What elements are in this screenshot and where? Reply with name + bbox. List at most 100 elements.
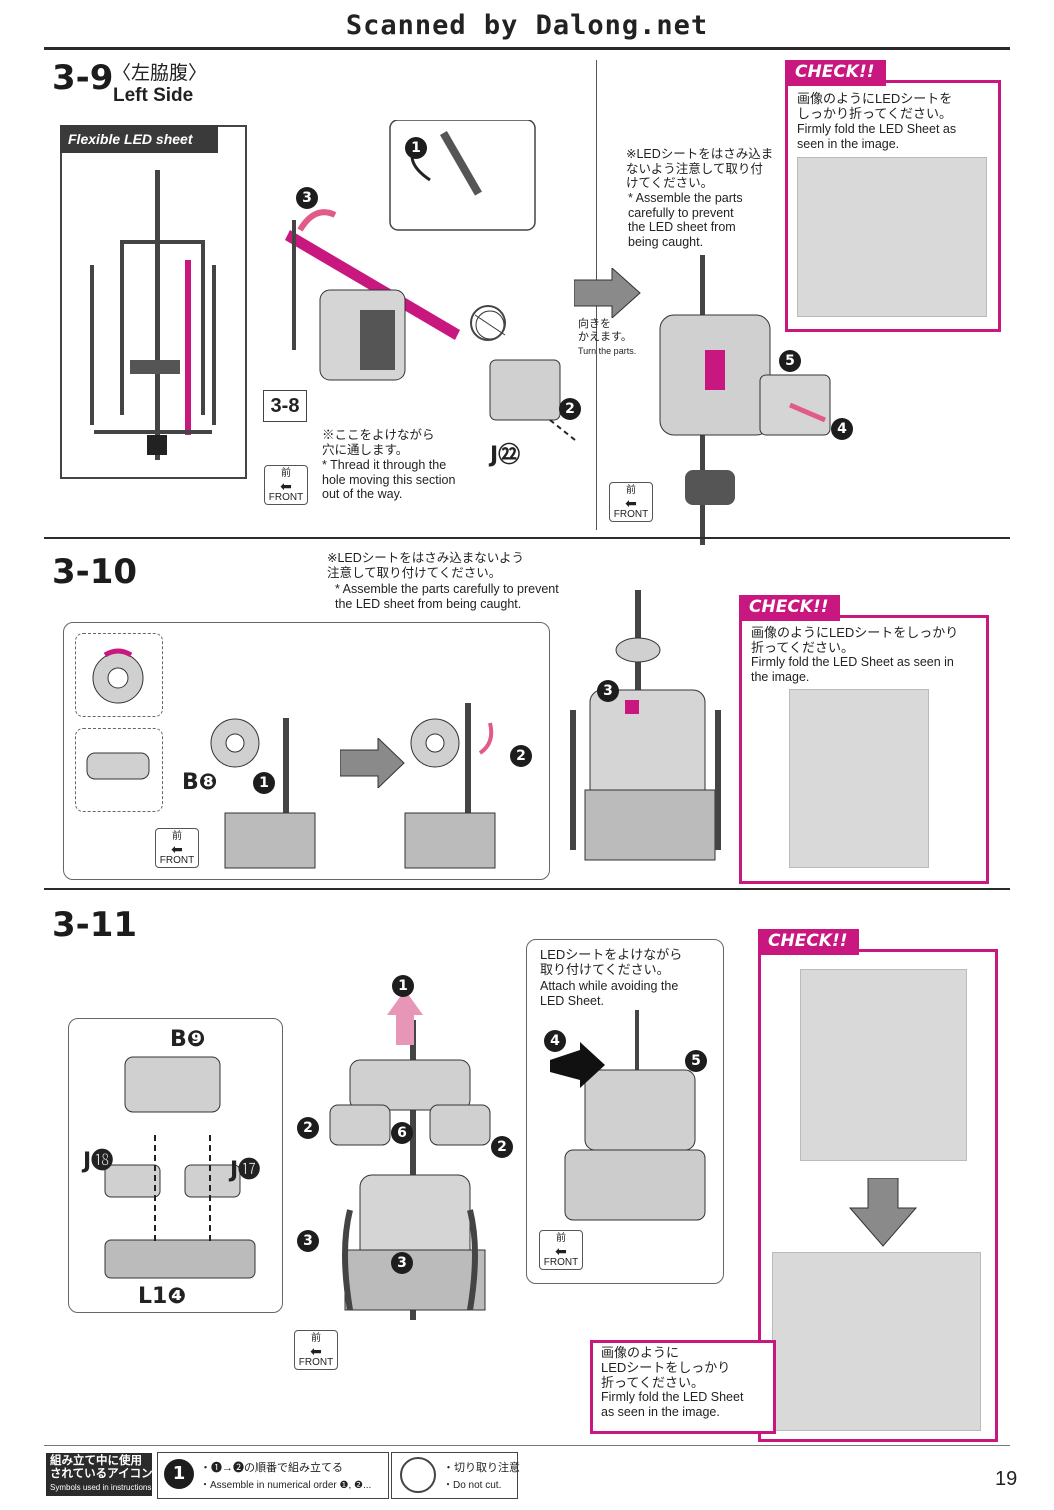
front-text: FRONT — [298, 1357, 334, 1368]
footer-order-box — [157, 1452, 389, 1499]
front-indicator-3-11a: 前 ⬅ FRONT — [294, 1330, 338, 1370]
section-rule-3-11 — [44, 888, 1010, 890]
step-marker-1: 1 — [405, 137, 427, 159]
step-number-3-11: 3-11 — [52, 905, 138, 945]
footer-cut-en: ・Do not cut. — [443, 1480, 502, 1491]
turn-parts-ja: 向きを かえます。 — [578, 318, 632, 343]
step-3-9-assembly-illustration — [285, 120, 576, 441]
page-number: 19 — [995, 1468, 1018, 1490]
front-arrow-icon: ⬅ — [171, 841, 183, 857]
front-indicator-3-10: 前 ⬅ FRONT — [155, 828, 199, 868]
front-text: FRONT — [159, 855, 195, 866]
do-not-cut-legend-icon — [400, 1457, 436, 1493]
front-kanji: 前 — [626, 485, 636, 496]
step-marker-2b-3-11: 2 — [491, 1136, 513, 1158]
check-label-3-11: CHECK!! — [758, 929, 860, 955]
check-photo-3-10 — [789, 689, 929, 868]
check-photo-3-11a — [800, 969, 967, 1161]
footer-order-ja: ・❶→❷の順番で組み立てる — [200, 1462, 343, 1474]
note-caught-ja: ※LEDシートをはさみ込ま ないよう注意して取り付 けてください。 — [626, 147, 774, 190]
note-3-11-en: Attach while avoiding the LED Sheet. — [540, 979, 679, 1008]
part-label-b9: B❾ — [170, 1027, 206, 1052]
step-marker-4: 4 — [831, 418, 853, 440]
process-arrow-icon — [574, 268, 641, 318]
step-marker-5: 5 — [779, 350, 801, 372]
step-marker-3: 3 — [296, 187, 318, 209]
check-text-en-3-9: Firmly fold the LED Sheet as seen in the… — [797, 122, 957, 151]
flex-led-sheet-diagram — [90, 170, 216, 460]
check-text-ja-3-11: 画像のように LEDシートをしっかり 折ってください。 — [601, 1345, 731, 1390]
front-kanji: 前 — [311, 1333, 321, 1344]
check-text-en-3-10: Firmly fold the LED Sheet as seen in the… — [751, 655, 954, 684]
step-title-ja: 〈左脇腹〉 — [112, 63, 208, 84]
part-label-b8: B❽ — [182, 770, 218, 795]
step-marker-1-3-10: 1 — [253, 772, 275, 794]
step-marker-3a-3-11: 3 — [297, 1230, 319, 1252]
process-arrow-icon-3-10 — [340, 738, 405, 788]
ref-step-3-8: 3-8 — [263, 390, 307, 422]
front-arrow-icon: ⬅ — [310, 1343, 322, 1359]
step-marker-2a-3-11: 2 — [297, 1117, 319, 1139]
footer-rule — [44, 1445, 1010, 1446]
part-label-j17: J⓱ — [230, 1158, 261, 1183]
check-photo-3-9 — [797, 157, 987, 317]
front-indicator-3-11b: 前 ⬅ FRONT — [539, 1230, 583, 1270]
step-3-11-parts-illustration — [104, 1056, 256, 1279]
check-photo-3-11b — [772, 1252, 981, 1431]
step-marker-1-3-11: 1 — [392, 975, 414, 997]
check-text-en-3-11: Firmly fold the LED Sheet as seen in the… — [601, 1390, 744, 1419]
detail-inset-ring — [75, 633, 163, 717]
front-text: FRONT — [268, 492, 304, 503]
front-arrow-icon: ⬅ — [555, 1243, 567, 1259]
check-label-3-10: CHECK!! — [739, 595, 841, 621]
part-label-j22: J㉒ — [490, 443, 521, 468]
check-caption-box-3-11 — [590, 1340, 776, 1434]
note-3-10-en: * Assemble the parts carefully to preven… — [335, 582, 559, 611]
step-marker-6-3-11: 6 — [391, 1122, 413, 1144]
front-kanji: 前 — [556, 1233, 566, 1244]
step-number-3-9: 3-9 — [52, 58, 114, 98]
footer-cut-box — [391, 1452, 518, 1499]
footer-legend-ja: 組み立て中に使用 されているアイコン — [50, 1455, 153, 1480]
note-caught-en: * Assemble the parts carefully to preven… — [628, 191, 743, 249]
step-3-11-detail-illustration — [550, 1010, 706, 1221]
step-marker-3b-3-11: 3 — [391, 1252, 413, 1274]
step-3-10-main-illustration — [570, 590, 721, 861]
step-3-10-illustration — [86, 648, 496, 869]
note-thread-en: * Thread it through the hole moving this… — [322, 458, 456, 501]
do-not-cut-icon — [470, 305, 506, 341]
step-3-9-turned-illustration — [659, 255, 831, 545]
front-kanji: 前 — [172, 831, 182, 842]
footer-cut-ja: ・切り取り注意 — [443, 1462, 520, 1474]
step-marker-5-3-11: 5 — [685, 1050, 707, 1072]
front-arrow-icon: ⬅ — [625, 495, 637, 511]
step-title-en: Left Side — [113, 85, 194, 106]
footer-legend-box — [46, 1453, 152, 1496]
turn-parts-en: Turn the parts. — [578, 346, 637, 356]
part-label-j18: J⓲ — [83, 1149, 114, 1174]
step-marker-4-3-11: 4 — [544, 1030, 566, 1052]
front-text: FRONT — [613, 509, 649, 520]
numbered-step-icon: 1 — [164, 1459, 194, 1489]
check-text-ja-3-10: 画像のようにLEDシートをしっかり 折ってください。 — [751, 625, 959, 655]
step-3-11-main-illustration — [329, 990, 491, 1320]
header-rule — [44, 47, 1010, 50]
scan-credit: Scanned by Dalong.net — [345, 10, 709, 41]
note-3-10-ja: ※LEDシートをはさみ込まないよう 注意して取り付けてください。 — [327, 551, 525, 580]
front-indicator-3-9b: 前 ⬅ FRONT — [609, 482, 653, 522]
footer-order-en: ・Assemble in numerical order ❶, ❷... — [200, 1480, 372, 1491]
step-marker-2: 2 — [559, 398, 581, 420]
note-thread-ja: ※ここをよけながら 穴に通します。 — [322, 428, 435, 457]
note-3-11-ja: LEDシートをよけながら 取り付けてください。 — [540, 947, 683, 977]
check-label-3-9: CHECK!! — [785, 60, 887, 86]
step-marker-3-3-10: 3 — [597, 680, 619, 702]
front-kanji: 前 — [281, 468, 291, 479]
detail-inset-cap — [75, 728, 163, 812]
front-text: FRONT — [543, 1257, 579, 1268]
section-rule-3-10 — [44, 537, 1010, 539]
front-arrow-icon: ⬅ — [280, 478, 292, 494]
step-number-3-10: 3-10 — [52, 552, 138, 592]
flex-led-sheet-label: Flexible LED sheet — [60, 125, 218, 153]
footer-legend-en: Symbols used in instructions — [50, 1483, 152, 1492]
step-marker-2-3-10: 2 — [510, 745, 532, 767]
